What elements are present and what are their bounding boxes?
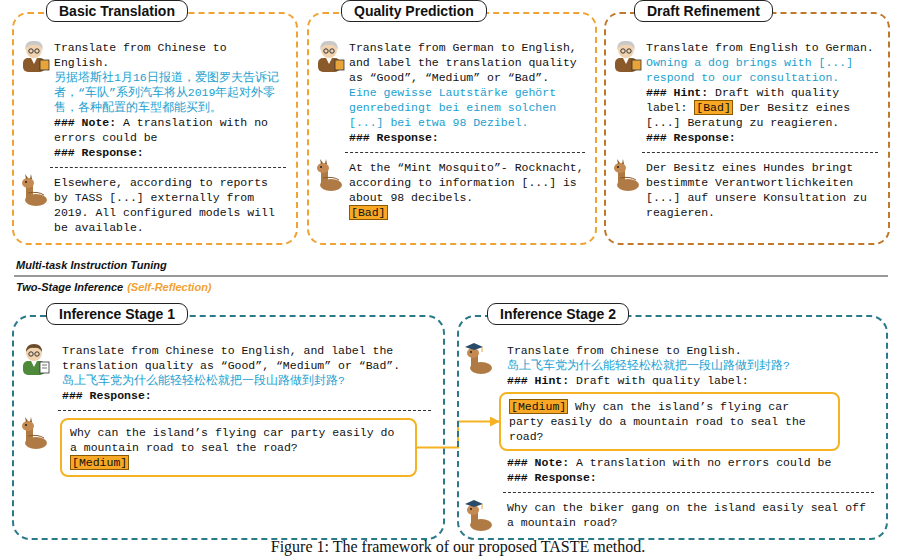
divider-line	[14, 276, 888, 277]
text-row: ### Response:	[62, 388, 431, 403]
dashed-separator	[50, 167, 286, 168]
source-text: Owning a dog brings with [...] respond t…	[646, 56, 853, 84]
task-box: Basic TranslationTranslate from Chinese …	[12, 12, 298, 245]
prompt-text: Translate from Chinese to English, and l…	[62, 344, 400, 372]
text-row: ### Response:	[646, 130, 878, 145]
person-icon	[18, 38, 50, 72]
prompt-text: ### Response:	[646, 131, 736, 144]
quality-label: [Medium]	[70, 455, 129, 470]
text-row: 岛上飞车党为什么能轻轻松松就把一段山路做到封路?	[62, 373, 431, 388]
source-text: 另据塔斯社1月16日报道，爱图罗夫告诉记者，“车队”系列汽车将从2019年起对外…	[54, 71, 279, 114]
inner-slot: [Medium]Why can the island’s flying car …	[507, 392, 874, 451]
source-text: 岛上飞车党为什么能轻轻松松就把一段山路做到封路?	[507, 359, 790, 372]
box-title: Inference Stage 2	[487, 303, 629, 325]
prompt-text: Translate from Chinese to English.	[507, 344, 742, 357]
section-label: (Self-Reflection)	[127, 281, 211, 293]
text-row: ### Response:	[54, 145, 286, 160]
quality-label: [Bad]	[349, 205, 388, 220]
box-title: Quality Prediction	[341, 0, 487, 22]
text-row: ### Note: A translation with no errors co…	[507, 455, 874, 470]
llamacap-icon	[463, 341, 495, 375]
inner-slot: Why can the island’s flying car party ea…	[62, 418, 431, 477]
dashed-separator	[503, 492, 874, 493]
person-icon	[313, 38, 345, 72]
teacher-icon	[18, 341, 50, 375]
text-row: Why can the biker gang on the island eas…	[507, 500, 874, 530]
box-title: Inference Stage 1	[46, 303, 188, 325]
prompt-text: Translate from Chinese to English.	[54, 41, 227, 69]
figure-caption: Figure 1: The framework of our proposed …	[0, 538, 916, 556]
task-box: Quality PredictionTranslate from German …	[307, 12, 597, 245]
text-row: ### Response:	[349, 130, 585, 145]
section-label: Two-Stage Inference	[16, 281, 123, 293]
prompt-text: Translate from German to English, and la…	[349, 41, 577, 84]
source-text: 岛上飞车党为什么能轻轻松松就把一段山路做到封路?	[62, 374, 345, 387]
prompt-text: ### Hint:	[507, 374, 569, 387]
prompt-text: Translate from English to German.	[646, 41, 874, 54]
prompt-text: ### Hint:	[646, 86, 708, 99]
prompt-text: Draft with quality label:	[576, 374, 749, 387]
hint-box: [Medium]Why can the island’s flying car …	[499, 392, 840, 451]
box-title: Draft Refinement	[634, 0, 773, 22]
text-row: Elsewhere, according to reports by TASS …	[54, 175, 286, 235]
draft-box: Why can the island’s flying car party ea…	[60, 418, 417, 477]
llama-icon	[18, 416, 50, 450]
box-title: Basic Translation	[46, 0, 188, 22]
stage-box: Inference Stage 1Translate from Chinese …	[12, 315, 445, 540]
person-icon	[610, 38, 642, 72]
source-text: Eine gewisse Lautstärke gehört genrebedi…	[349, 86, 556, 129]
text-row: [Medium]	[70, 455, 407, 470]
text-row: ### Hint: Draft with quality label:	[507, 373, 874, 388]
prompt-text: Der Besitz eines Hundes bringt bestimmte…	[646, 161, 867, 219]
prompt-text: ### Note:	[54, 116, 116, 129]
text-row: Translate from Chinese to English.	[507, 343, 874, 358]
llamacap-icon	[463, 498, 495, 532]
prompt-text: ### Response:	[349, 131, 439, 144]
llama-icon	[610, 158, 642, 192]
prompt-text: Elsewhere, according to reports by TASS …	[54, 176, 275, 234]
dashed-separator	[345, 152, 585, 153]
text-row: Why can the island’s flying car party ea…	[70, 425, 407, 455]
text-row: 岛上飞车党为什么能轻轻松松就把一段山路做到封路?	[507, 358, 874, 373]
dashed-separator	[58, 410, 431, 411]
llama-icon	[313, 158, 345, 192]
prompt-text: ### Response:	[62, 389, 152, 402]
stage-box: Inference Stage 2Translate from Chinese …	[457, 315, 888, 540]
text-row: ### Note:A translation with no errors co…	[54, 115, 286, 145]
text-row: Translate from Chinese to English.	[54, 40, 286, 70]
prompt-text: A translation with no errors could be	[576, 456, 831, 469]
prompt-text: ### Response:	[54, 146, 144, 159]
dashed-separator	[642, 152, 878, 153]
quality-label: [Medium]	[509, 399, 568, 414]
prompt-text: At the “Mint Mosquito”- Rocknacht, accor…	[349, 161, 584, 204]
text-row: Der Besitz eines Hundes bringt bestimmte…	[646, 160, 878, 220]
text-row: Translate from German to English, and la…	[349, 40, 585, 85]
prompt-text: ### Response:	[507, 471, 597, 484]
text-row: Owning a dog brings with [...] respond t…	[646, 55, 878, 85]
prompt-text: ### Note:	[507, 456, 569, 469]
quality-label: [Bad]	[694, 100, 733, 115]
text-row: At the “Mint Mosquito”- Rocknacht, accor…	[349, 160, 585, 205]
llama-icon	[18, 173, 50, 207]
text-row: [Medium]Why can the island’s flying car …	[509, 399, 830, 444]
task-box: Draft RefinementTranslate from English t…	[604, 12, 890, 245]
prompt-text: Why can the biker gang on the island eas…	[507, 501, 866, 529]
text-row: Translate from Chinese to English, and l…	[62, 343, 431, 373]
text-row: [Bad]	[349, 205, 585, 220]
prompt-text: Why can the island’s flying car party ea…	[70, 426, 394, 454]
text-row: ### Hint:Draft with quality label:[Bad]D…	[646, 85, 878, 130]
text-row: ### Response:	[507, 470, 874, 485]
text-row: 另据塔斯社1月16日报道，爱图罗夫告诉记者，“车队”系列汽车将从2019年起对外…	[54, 70, 286, 115]
text-row: Eine gewisse Lautstärke gehört genrebedi…	[349, 85, 585, 130]
section-label: Multi-task Instruction Tuning	[16, 259, 167, 271]
text-row: Translate from English to German.	[646, 40, 878, 55]
